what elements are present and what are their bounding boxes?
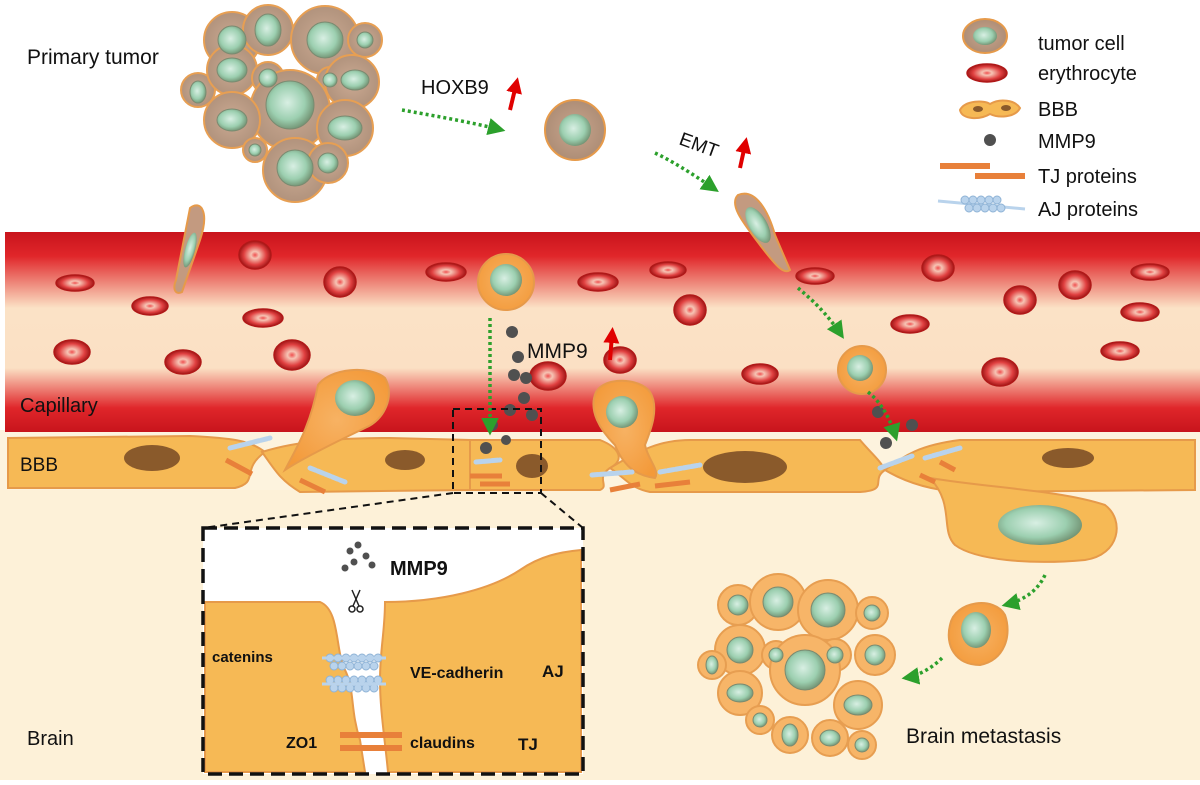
- bbb-layer: [7, 434, 1196, 563]
- legend-mmp9-icon: [984, 134, 996, 146]
- mmp9-vessel-label: MMP9: [527, 340, 588, 363]
- zoom-region-box: [452, 408, 542, 494]
- primary-tumor-label: Primary tumor: [27, 46, 159, 69]
- legend-tj-icon: [940, 163, 1025, 179]
- erythrocytes: [53, 240, 1170, 391]
- legend-label-4: TJ proteins: [1038, 166, 1137, 188]
- claudins-label: claudins: [410, 735, 475, 752]
- migration-arrows: [401, 108, 1047, 685]
- upregulation-arrows: [506, 77, 752, 361]
- tumor-cell-adhering: [282, 368, 390, 473]
- bbb-label: BBB: [20, 455, 58, 476]
- tumor-cell-vessel: [477, 253, 535, 311]
- scissors-icon: [348, 589, 364, 613]
- emt-label: EMT: [676, 129, 721, 163]
- junctions-bbb: [224, 435, 963, 495]
- primary-tumor-cluster: [180, 4, 383, 203]
- tumor-cell-brain-entry: [998, 505, 1082, 545]
- inset-mmp9-label: MMP9: [390, 558, 448, 580]
- migrating-cell-1: [173, 204, 206, 294]
- legend-label-2: BBB: [1038, 99, 1078, 121]
- brain-label: Brain: [27, 728, 74, 750]
- tumor-cell-brain: [947, 602, 1009, 667]
- tumor-cell-hoxb9: [544, 99, 606, 161]
- junction-inset: [201, 526, 585, 776]
- brain-metastasis-label: Brain metastasis: [906, 725, 1061, 748]
- ve-cadherin-label: VE-cadherin: [410, 665, 503, 682]
- legend-erythrocyte-icon: [966, 63, 1008, 83]
- hoxb9-label: HOXB9: [421, 77, 489, 99]
- tumor-cell-transmigrating: [592, 379, 658, 480]
- tj-label: TJ: [518, 735, 538, 754]
- tumor-cell-emt: [734, 192, 792, 273]
- zo1-label: ZO1: [286, 735, 317, 752]
- bbb-nuclei: [124, 445, 1094, 483]
- capillary-label: Capillary: [20, 395, 98, 417]
- brain-metastasis-cluster: [697, 573, 896, 760]
- legend-tumor-cell-icon: [962, 18, 1008, 54]
- legend-label-0: tumor cell: [1038, 33, 1125, 55]
- legend-label-3: MMP9: [1038, 131, 1096, 153]
- aj-label: AJ: [542, 662, 564, 681]
- catenins-label: catenins: [212, 649, 273, 666]
- legend-aj-icon: [937, 195, 1026, 213]
- legend-label-5: AJ proteins: [1038, 199, 1138, 221]
- legend-label-1: erythrocyte: [1038, 63, 1137, 85]
- legend: tumor cell erythrocyte BBB MMP9 TJ prote…: [937, 18, 1138, 221]
- tumor-cell-extravasating: [837, 345, 887, 395]
- legend-bbb-icon: [958, 99, 1022, 120]
